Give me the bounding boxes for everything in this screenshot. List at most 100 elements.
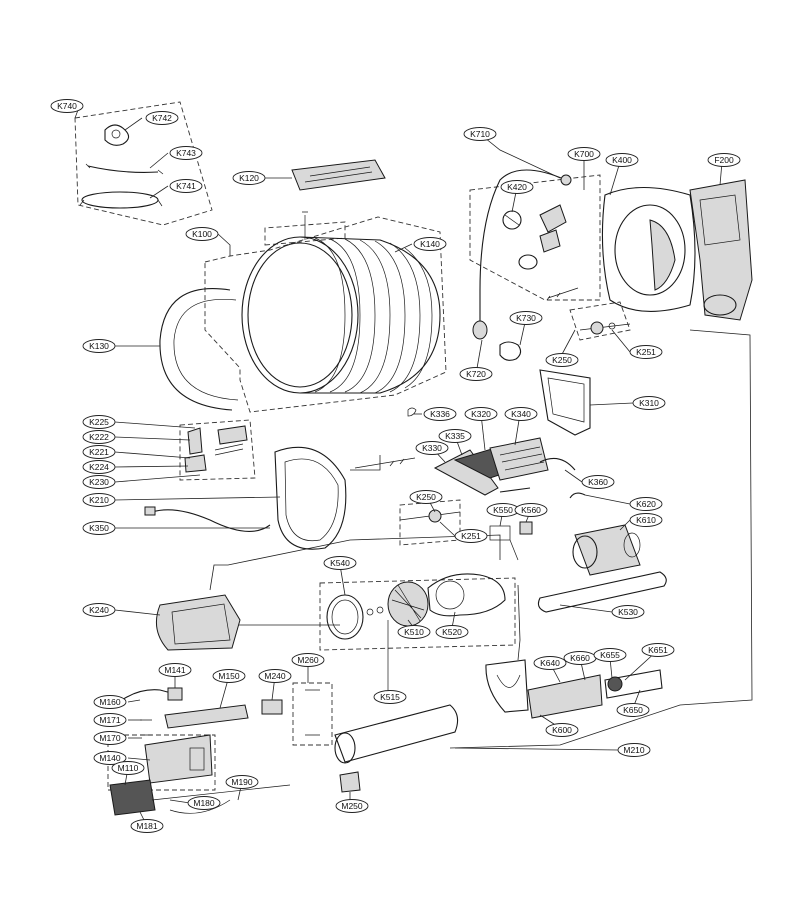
- callout-label: K400: [612, 155, 632, 165]
- door-switch-parts: [184, 425, 248, 473]
- callout-label: M210: [623, 745, 645, 755]
- callout-label: K651: [648, 645, 668, 655]
- callout-bubble: [82, 415, 116, 429]
- upper-roller-parts: [579, 321, 631, 335]
- boundary-lines: [209, 329, 753, 749]
- callout-k140: K140: [413, 237, 447, 251]
- callout-label: K335: [445, 431, 465, 441]
- callout-bubble: [629, 497, 663, 511]
- lower-roller-parts: [399, 509, 461, 523]
- callout-label: K560: [521, 505, 541, 515]
- callout-bubble: [707, 153, 741, 167]
- callout-bubble: [629, 513, 663, 527]
- callout-label: K310: [639, 398, 659, 408]
- callout-label: K330: [422, 443, 442, 453]
- callout-labels: K740K742K743K741K120K100K140K130K710K700…: [50, 99, 741, 833]
- callout-bubble: [413, 237, 447, 251]
- callout-label: K210: [89, 495, 109, 505]
- callout-label: K640: [540, 658, 560, 668]
- callout-m180: M180: [187, 796, 221, 810]
- callout-k540: K540: [323, 556, 357, 570]
- callout-m160: M160: [93, 695, 127, 709]
- callout-label: K710: [470, 129, 490, 139]
- callout-label: K130: [89, 341, 109, 351]
- callout-bubble: [464, 407, 498, 421]
- callout-m240: M240: [258, 669, 292, 683]
- callout-bubble: [632, 396, 666, 410]
- callout-label: M170: [99, 733, 121, 743]
- callout-bubble: [145, 111, 179, 125]
- callout-label: K650: [623, 705, 643, 715]
- motor-parts: [569, 492, 641, 576]
- callout-f200: F200: [707, 153, 741, 167]
- callout-bubble: [212, 669, 246, 683]
- callout-bubble: [617, 743, 651, 757]
- callout-bubble: [545, 723, 579, 737]
- callout-bubble: [593, 648, 627, 662]
- callout-m181: M181: [130, 819, 164, 833]
- callout-bubble: [291, 653, 325, 667]
- lint-duct-part: [539, 369, 591, 436]
- callout-k741: K741: [169, 179, 203, 193]
- callout-k620: K620: [629, 497, 663, 511]
- callout-k340: K340: [504, 407, 538, 421]
- callout-label: M181: [136, 821, 158, 831]
- callout-k250b: K250: [409, 490, 443, 504]
- callout-bubble: [605, 153, 639, 167]
- callout-k640: K640: [533, 656, 567, 670]
- callout-label: K360: [588, 477, 608, 487]
- filter-housing-part: [689, 179, 753, 321]
- callout-k310: K310: [632, 396, 666, 410]
- callout-k130: K130: [82, 339, 116, 353]
- callout-label: K250: [552, 355, 572, 365]
- idler-bracket-parts: [485, 659, 663, 719]
- callout-label: F200: [714, 155, 734, 165]
- callout-m250: M250: [335, 799, 369, 813]
- callout-bubble: [438, 429, 472, 443]
- callout-bubble: [504, 407, 538, 421]
- callout-bubble: [514, 503, 548, 517]
- callout-label: K230: [89, 477, 109, 487]
- drum-part: [241, 236, 441, 394]
- callout-label: M250: [341, 801, 363, 811]
- callout-bubble: [335, 799, 369, 813]
- callout-m141: M141: [158, 663, 192, 677]
- callout-label: K225: [89, 417, 109, 427]
- callout-k100: K100: [185, 227, 219, 241]
- callout-label: K251: [636, 347, 656, 357]
- callout-bubble: [82, 460, 116, 474]
- callout-label: K741: [176, 181, 196, 191]
- callout-label: K550: [493, 505, 513, 515]
- callout-k742: K742: [145, 111, 179, 125]
- callout-bubble: [581, 475, 615, 489]
- callout-label: K240: [89, 605, 109, 615]
- callout-label: K340: [511, 409, 531, 419]
- callout-bubble: [187, 796, 221, 810]
- callout-bubble: [111, 761, 145, 775]
- callout-bubble: [611, 605, 645, 619]
- callout-bubble: [323, 556, 357, 570]
- callout-k700: K700: [567, 147, 601, 161]
- callout-k240: K240: [82, 603, 116, 617]
- callout-bubble: [82, 493, 116, 507]
- callout-bubble: [185, 227, 219, 241]
- callout-label: K250: [416, 492, 436, 502]
- callout-k360: K360: [581, 475, 615, 489]
- burner-tube-part: [334, 704, 459, 793]
- callout-bubble: [641, 643, 675, 657]
- callout-label: K510: [404, 627, 424, 637]
- callout-bubble: [459, 367, 493, 381]
- callout-label: K620: [636, 499, 656, 509]
- callout-k120: K120: [232, 171, 266, 185]
- callout-k600: K600: [545, 723, 579, 737]
- callout-bubble: [629, 345, 663, 359]
- callout-bubble: [258, 669, 292, 683]
- callout-k610: K610: [629, 513, 663, 527]
- callout-bubble: [169, 179, 203, 193]
- callout-bubble: [545, 353, 579, 367]
- callout-k550: K550: [486, 503, 520, 517]
- callout-label: M110: [118, 763, 139, 773]
- callout-label: K336: [430, 409, 450, 419]
- callout-label: K660: [570, 653, 590, 663]
